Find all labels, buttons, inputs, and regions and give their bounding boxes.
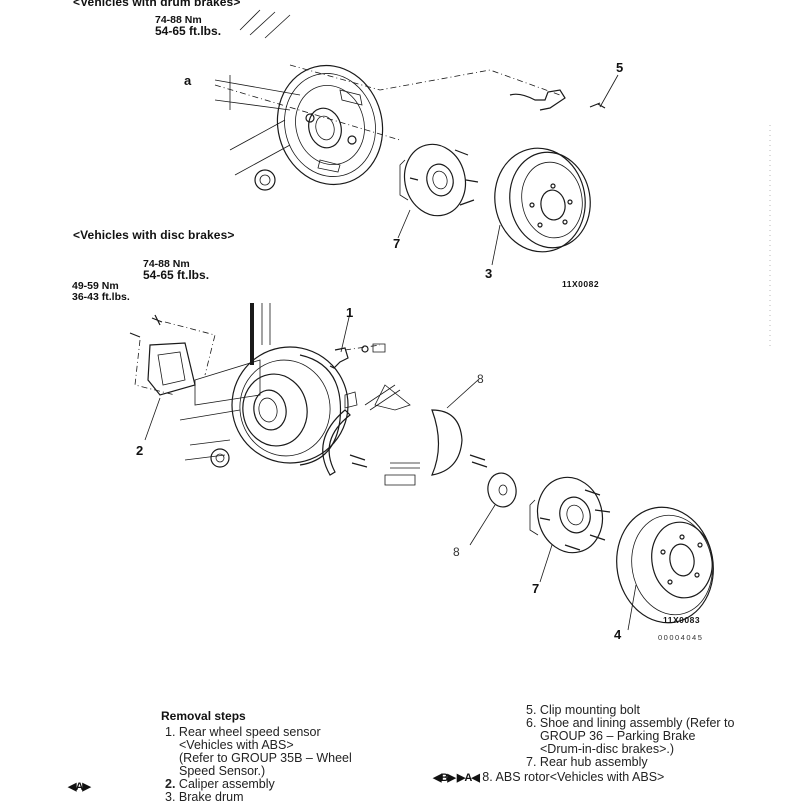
step-text-line: GROUP 36 – Parking Brake xyxy=(540,729,696,743)
callout-7-disc: 7 xyxy=(532,581,540,596)
step-number: 8. xyxy=(482,770,493,784)
disc-brake-figure xyxy=(129,303,714,631)
step-text: ABS rotor<Vehicles with ABS> xyxy=(495,770,665,784)
step-text-line: Speed Sensor.) xyxy=(179,764,266,778)
step-text-line: <Drum-in-disc brakes>.) xyxy=(540,742,675,756)
removal-step: 6. Shoe and lining assembly (Refer to xyxy=(526,717,734,730)
step-number: 3. xyxy=(165,790,176,804)
figure-id-drum: 11X0082 xyxy=(562,279,600,289)
step-number: 2. xyxy=(165,777,176,791)
step-text-line: <Vehicles with ABS> xyxy=(179,738,294,752)
torque-nm: 74-88 Nm xyxy=(143,258,190,270)
torque-ftlbs: 36-43 ft.lbs. xyxy=(72,291,130,303)
step-text: Clip mounting bolt xyxy=(539,703,640,717)
callout-4: 4 xyxy=(614,627,622,642)
step-number: 1. xyxy=(165,725,176,739)
removal-step: 2. Caliper assembly xyxy=(165,778,352,791)
callout-2: 2 xyxy=(136,443,144,458)
step-text: Rear hub assembly xyxy=(539,755,648,769)
step-text: Brake drum xyxy=(178,790,244,804)
removal-step-8: ◀B▶ ▶A◀ 8. ABS rotor<Vehicles with ABS> xyxy=(433,771,664,785)
torque-spec-caliper: 49-59 Nm 36-43 ft.lbs. xyxy=(72,281,130,303)
callout-1: 1 xyxy=(346,305,354,320)
figure-id-disc: 11X0083 xyxy=(663,615,701,625)
step-number: 5. xyxy=(526,703,537,717)
step-text: Rear wheel speed sensor xyxy=(178,725,321,739)
callout-8-shoe: 8 xyxy=(477,372,484,386)
callout-5: 5 xyxy=(616,60,624,75)
figure-code-disc: 00004045 xyxy=(658,633,704,642)
torque-spec-drum-mount: 74-88 Nm 54-65 ft.lbs. xyxy=(155,14,222,38)
torque-nm: 74-88 Nm xyxy=(155,14,202,26)
torque-nm: 49-59 Nm xyxy=(72,280,119,292)
service-symbols-b-a: ◀B▶ ▶A◀ xyxy=(433,772,480,784)
removal-step: 1. Rear wheel speed sensor xyxy=(165,726,352,739)
torque-ftlbs: 54-65 ft.lbs. xyxy=(143,268,210,282)
step-text: Shoe and lining assembly (Refer to xyxy=(539,716,735,730)
callout-8-abs-rotor: 8 xyxy=(453,545,460,559)
removal-steps-left: 1. Rear wheel speed sensor <Vehicles wit… xyxy=(165,726,352,804)
step-number: 6. xyxy=(526,716,537,730)
service-symbol-a: ◀A▶ xyxy=(68,781,91,793)
step-number: 7. xyxy=(526,755,537,769)
disc-section-header: <Vehicles with disc brakes> xyxy=(73,228,235,242)
removal-step: 7. Rear hub assembly xyxy=(526,756,734,769)
removal-steps-right: 5. Clip mounting bolt 6. Shoe and lining… xyxy=(526,704,734,769)
callout-3: 3 xyxy=(485,266,493,281)
removal-step: 3. Brake drum xyxy=(165,791,352,804)
callout-a: a xyxy=(184,73,192,88)
step-text: Caliper assembly xyxy=(178,777,275,791)
callout-7-drum: 7 xyxy=(393,236,401,251)
drum-section-header: <Vehicles with drum brakes> xyxy=(73,0,241,9)
step-text-line: (Refer to GROUP 35B – Wheel xyxy=(179,751,352,765)
torque-ftlbs: 54-65 ft.lbs. xyxy=(155,24,222,38)
removal-step: 5. Clip mounting bolt xyxy=(526,704,734,717)
removal-steps-title: Removal steps xyxy=(161,709,246,723)
torque-spec-disc-mount: 74-88 Nm 54-65 ft.lbs. xyxy=(143,258,210,282)
drum-brake-figure xyxy=(214,9,771,350)
